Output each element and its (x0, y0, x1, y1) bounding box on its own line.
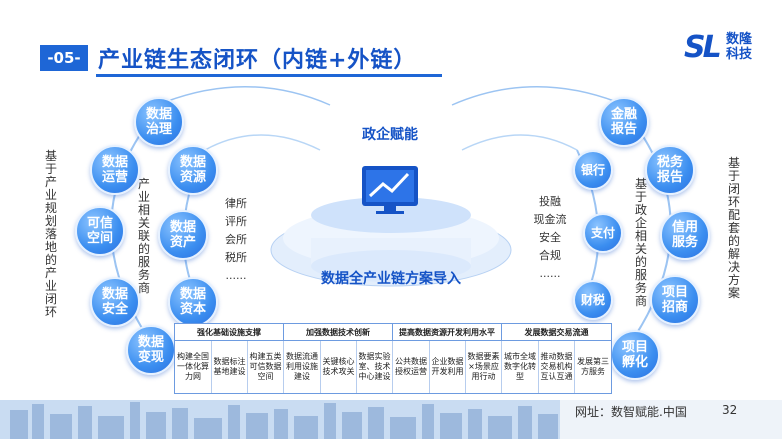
service-item: 合规 (539, 249, 561, 262)
service-item: 现金流 (533, 213, 567, 226)
table-header: 强化基础设施支撑 (175, 324, 284, 341)
page-number: 32 (722, 403, 738, 417)
circle-data-resource: 数据资源 (168, 145, 218, 195)
circle-data-capital: 数据资本 (168, 277, 218, 327)
service-item: 安全 (539, 231, 561, 244)
table-cell: 数据标注基地建设 (212, 341, 248, 393)
service-item: ...... (225, 269, 247, 282)
initiatives-table: 强化基础设施支撑 加强数据技术创新 提高数据资源开发利用水平 发展数据交易流通 … (174, 323, 612, 394)
circle-data-monetization: 数据变现 (126, 325, 176, 375)
circle-data-governance: 数据治理 (134, 97, 184, 147)
page-title: 产业链生态闭环（内链+外链） (98, 48, 417, 73)
title-underline (96, 74, 442, 77)
service-item: 投融 (539, 195, 561, 208)
logo-text: 数隆科技 (726, 32, 753, 62)
table-cell: 城市全域数字化转型 (502, 341, 539, 393)
service-item: ...... (539, 267, 561, 280)
circle-credit-service: 信用服务 (660, 210, 710, 260)
table-header: 加强数据技术创新 (284, 324, 393, 341)
section-number-badge: -05- (40, 45, 88, 71)
circle-investment-attraction: 项目招商 (650, 275, 700, 325)
circle-data-operation: 数据运营 (90, 145, 140, 195)
circle-tax-report: 税务报告 (645, 145, 695, 195)
table-cell: 企业数据开发利用 (430, 341, 466, 393)
center-top-label: 政企赋能 (362, 127, 418, 143)
table-cell: 构建五类可信数据空间 (248, 341, 284, 393)
right-inner-label: 基于政企相关的服务商 (634, 177, 647, 308)
circle-trusted-space: 可信空间 (75, 206, 125, 256)
footer-panel (560, 400, 782, 439)
table-cell: 关键核心技术攻关 (321, 341, 357, 393)
right-outer-label: 基于闭环配套的解决方案 (727, 156, 740, 300)
service-item: 会所 (225, 233, 247, 246)
footer-url: 网址：数智赋能.中国 (575, 405, 687, 419)
table-cell: 发展第三方服务 (577, 357, 609, 376)
circle-payment: 支付 (583, 213, 623, 253)
company-logo: SL 数隆科技 (684, 30, 770, 70)
circle-bank: 银行 (573, 150, 613, 190)
circle-finance-report: 金融报告 (599, 97, 649, 147)
table-cell: 公共数据授权运营 (393, 341, 430, 393)
table-header: 发展数据交易流通 (502, 324, 611, 341)
left-inner-label: 产业相关联的服务商 (137, 177, 150, 295)
logo-mark: SL (684, 30, 722, 65)
left-services-list: 律所 评所 会所 税所 ...... (216, 195, 256, 285)
circle-project-incubation: 项目孵化 (610, 330, 660, 380)
circle-data-security: 数据安全 (90, 277, 140, 327)
table-cell: 推动数据交易机构互认互通 (539, 341, 575, 393)
table-header: 提高数据资源开发利用水平 (393, 324, 502, 341)
circle-finance-tax: 财税 (573, 280, 613, 320)
monitor-chart-icon (362, 166, 418, 214)
service-item: 税所 (225, 251, 247, 264)
left-outer-label: 基于产业规划落地的产业闭环 (44, 149, 57, 319)
circle-data-asset: 数据资产 (158, 210, 208, 260)
service-item: 律所 (225, 197, 247, 210)
center-banner: 数据全产业链方案导入 (321, 271, 461, 287)
service-item: 评所 (225, 215, 247, 228)
table-cell: 数据实验室、技术中心建设 (357, 341, 393, 393)
right-services-list: 投融 现金流 安全 合规 ...... (526, 193, 574, 283)
table-cell: 构建全国一体化算力网 (175, 341, 212, 393)
table-cell: 数据流通利用设施建设 (284, 341, 321, 393)
table-cell: 数据要素×场景应用行动 (466, 341, 502, 393)
